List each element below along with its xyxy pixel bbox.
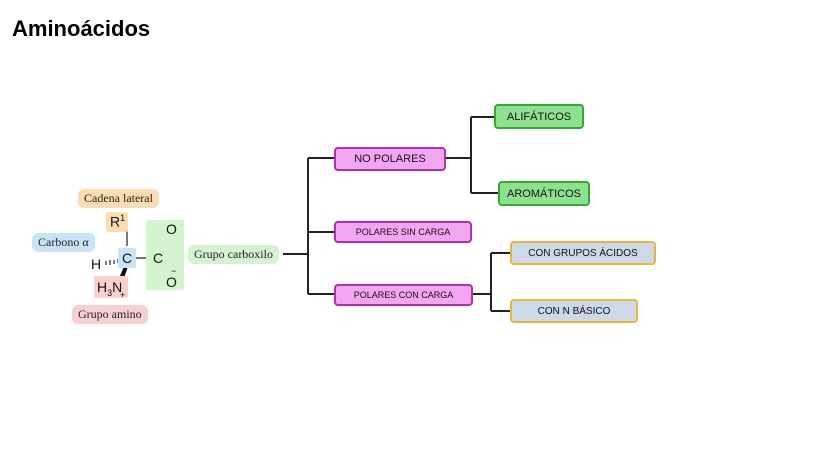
carboxyl-carbon-atom: C xyxy=(153,250,164,266)
oxygen-top-atom: O xyxy=(166,221,177,237)
amino-highlight xyxy=(94,276,128,298)
amino-group-label: Grupo amino xyxy=(72,305,148,324)
alpha-carbon-atom: C xyxy=(122,250,133,266)
oxygen-bottom-atom: O xyxy=(166,274,177,290)
node-polares-sin-carga: POLARES SIN CARGA xyxy=(334,221,472,243)
alpha-carbon-label: Carbono α xyxy=(32,233,95,252)
carboxyl-group-label: Grupo carboxilo xyxy=(188,245,279,264)
node-polares-con-carga: POLARES CON CARGA xyxy=(334,284,473,306)
node-con-grupos-acidos: CON GRUPOS ÁCIDOS xyxy=(510,241,656,265)
side-chain-label: Cadena lateral xyxy=(78,189,159,208)
nitrogen-charge: + xyxy=(120,290,126,300)
node-no-polares: NO POLARES xyxy=(334,147,446,171)
r-group-atom: R1 xyxy=(110,213,126,230)
node-aromaticos: AROMÁTICOS xyxy=(498,181,590,206)
side-chain-highlight xyxy=(106,212,128,232)
alpha-carbon-highlight xyxy=(118,248,136,268)
node-con-n-basico: CON N BÁSICO xyxy=(510,299,638,323)
node-alifaticos: ALIFÁTICOS xyxy=(494,104,584,129)
oxygen-charge: − xyxy=(171,266,177,276)
amino-atoms: H3N xyxy=(97,279,123,298)
hydrogen-atom: H xyxy=(91,256,102,272)
page-title: Aminoácidos xyxy=(12,16,151,41)
carboxyl-highlight xyxy=(146,220,184,290)
